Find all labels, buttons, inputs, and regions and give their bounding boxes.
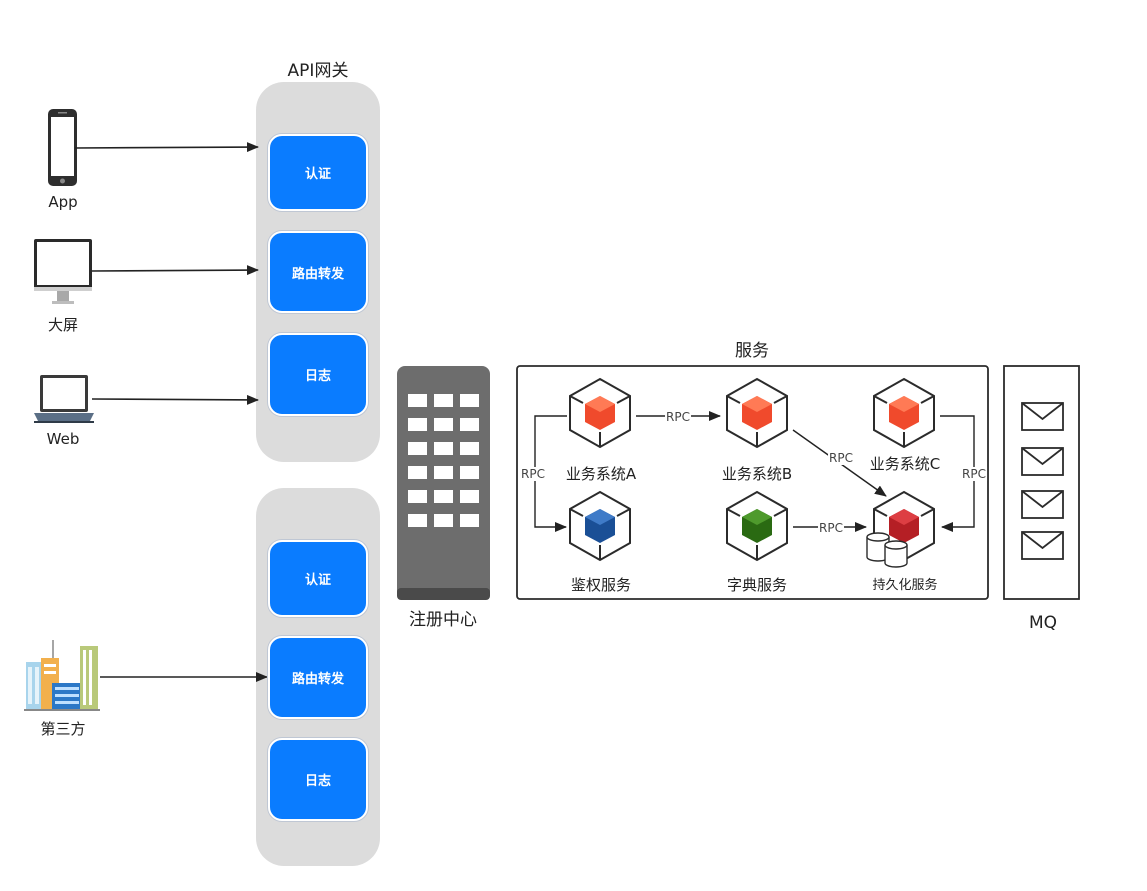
- client-thirdparty-label: 第三方: [40, 720, 86, 738]
- rpc-label-a-auth: RPC: [520, 467, 546, 481]
- gateway2-auth-label: 认证: [304, 573, 331, 588]
- database-icon: [866, 532, 908, 568]
- laptop-icon: [34, 375, 94, 423]
- client-web-label: Web: [46, 430, 80, 448]
- rpc-label-b-persist: RPC: [828, 451, 854, 465]
- mq-label: MQ: [1028, 613, 1058, 633]
- client-screen-label: 大屏: [47, 316, 79, 334]
- client-app-label: App: [48, 193, 78, 211]
- gateway2-auth-button[interactable]: 认证: [268, 540, 368, 617]
- auth-service-node-icon: [569, 491, 631, 561]
- system-b-node-icon: [726, 378, 788, 448]
- system-c-node-icon: [873, 378, 935, 448]
- gateway-auth-button[interactable]: 认证: [268, 134, 368, 211]
- rpc-label-dict-persist: RPC: [818, 521, 844, 535]
- gateway-title: API网关: [287, 61, 349, 81]
- gateway-log-label: 日志: [304, 369, 331, 384]
- registry-server-icon: [397, 366, 490, 600]
- arrow-screen-to-gateway: [91, 265, 259, 276]
- gateway2-log-button[interactable]: 日志: [268, 738, 368, 821]
- mq-container: [1003, 365, 1080, 600]
- mq-envelope-icons: [1021, 402, 1064, 560]
- monitor-icon: [34, 239, 92, 304]
- dict-service-label: 字典服务: [726, 576, 788, 594]
- gateway2-log-label: 日志: [304, 774, 331, 789]
- gateway-log-button[interactable]: 日志: [268, 333, 368, 416]
- system-b-label: 业务系统B: [721, 465, 793, 483]
- gateway2-routing-label: 路由转发: [291, 672, 344, 687]
- phone-icon: [48, 109, 77, 186]
- system-a-label: 业务系统A: [565, 465, 637, 483]
- system-c-label: 业务系统C: [869, 455, 941, 473]
- gateway-routing-button[interactable]: 路由转发: [268, 231, 368, 313]
- persist-service-node-icon: [873, 491, 935, 561]
- persist-service-label: 持久化服务: [872, 578, 938, 593]
- gateway-routing-label: 路由转发: [291, 266, 344, 282]
- city-buildings-icon: [24, 640, 100, 711]
- rpc-label-a-b: RPC: [665, 410, 691, 424]
- arrow-app-to-gateway: [74, 142, 259, 153]
- registry-label: 注册中心: [409, 610, 477, 630]
- auth-service-label: 鉴权服务: [570, 576, 632, 594]
- gateway-auth-label: 认证: [304, 167, 331, 182]
- arrow-web-to-gateway: [91, 394, 259, 405]
- gateway2-routing-button[interactable]: 路由转发: [268, 636, 368, 719]
- rpc-label-c-persist: RPC: [961, 467, 987, 481]
- system-a-node-icon: [569, 378, 631, 448]
- services-title: 服务: [735, 341, 769, 361]
- dict-service-node-icon: [726, 491, 788, 561]
